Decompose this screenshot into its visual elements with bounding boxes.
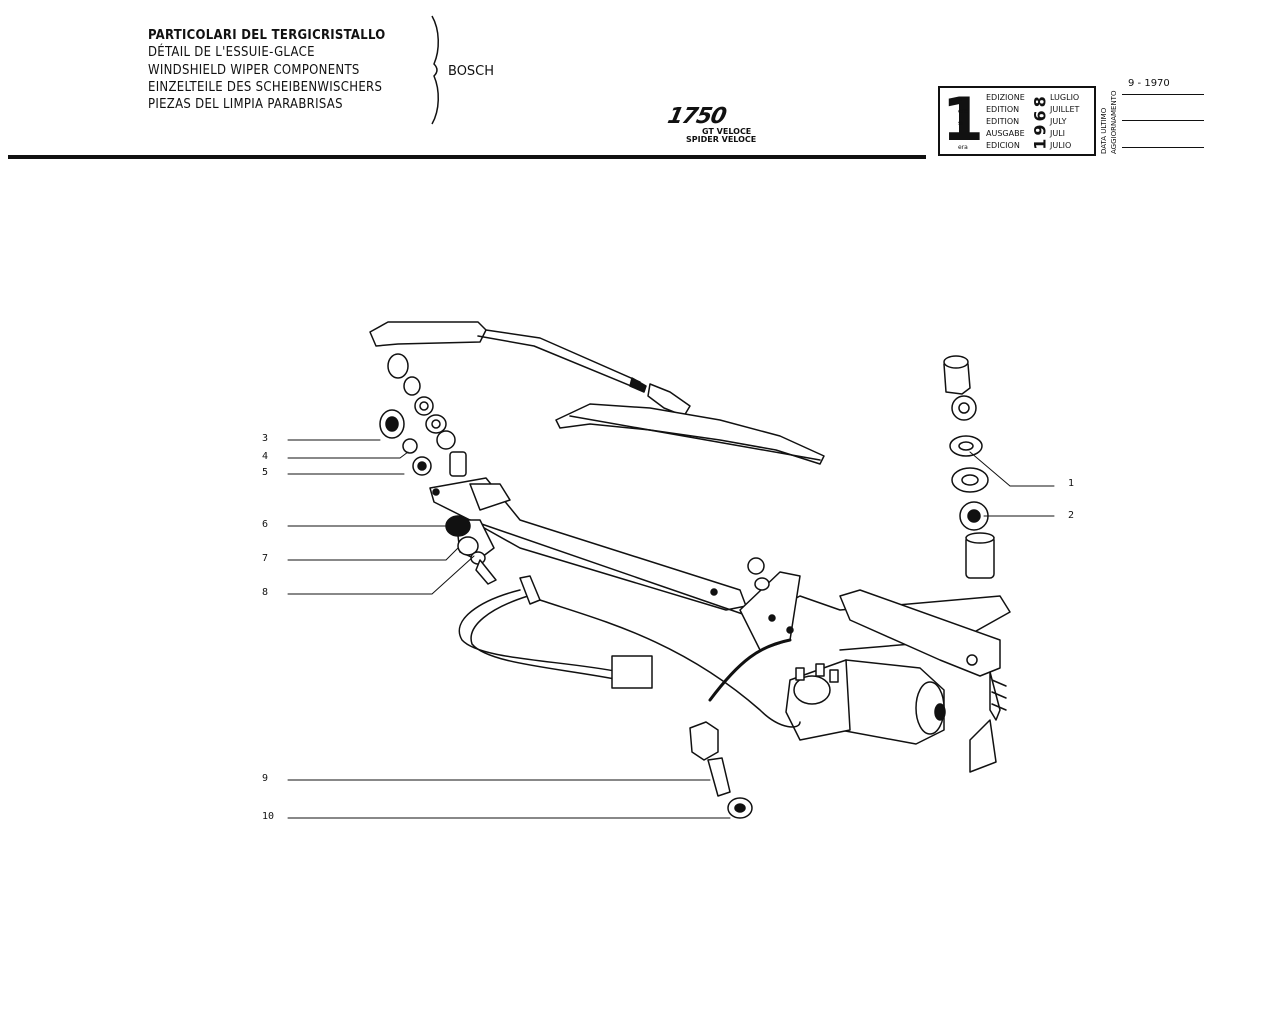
callout-8: 8 (262, 587, 269, 598)
bolt-and-nut (689, 721, 753, 819)
edition-word-de: AUSGABE (986, 129, 1025, 138)
callout-6: 6 (262, 519, 269, 530)
edition-month-fr: JUILLET (1050, 105, 1080, 114)
callout-4: 4 (262, 451, 269, 462)
update-line-1 (1122, 94, 1204, 95)
callout-5: 5 (262, 467, 269, 478)
callout-3: 3 (262, 433, 269, 444)
edition-month-it: LUGLIO (1050, 93, 1080, 102)
leader-lines (287, 439, 1055, 819)
update-line-2 (1122, 120, 1204, 121)
callout-9: 9 (262, 773, 269, 784)
header-rule (8, 155, 926, 159)
edition-word-es: EDICION (986, 141, 1020, 150)
wiper-arm (369, 321, 691, 417)
edition-word-fr: EDITION (986, 105, 1020, 114)
left-fastener-stack (379, 353, 467, 477)
update-line-3 (1122, 147, 1204, 148)
edition-number: 1 (942, 85, 984, 155)
edition-box (938, 86, 1096, 156)
variant-gt-veloce: GT VELOCE (702, 127, 752, 136)
edition-suffix-3: st (958, 120, 964, 127)
edition-suffix-4: . (958, 132, 960, 139)
title-english: WINDSHIELD WIPER COMPONENTS (148, 63, 360, 78)
brand-name: BOSCH (448, 64, 495, 79)
edition-suffix-2: ere (958, 108, 968, 115)
variant-spider-veloce: SPIDER VELOCE (686, 135, 757, 144)
edition-month-en: JULY (1050, 117, 1067, 126)
callout-2: 2 (1068, 510, 1075, 521)
callout-7: 7 (262, 553, 269, 564)
title-german: EINZELTEILE DES SCHEIBENWISCHERS (148, 80, 383, 95)
title-french: DÉTAIL DE L'ESSUIE-GLACE (148, 45, 315, 60)
edition-month-es: JULIO (1050, 141, 1072, 150)
callout-10: 10 (262, 811, 275, 822)
edition-word-it: EDIZIONE (986, 93, 1025, 102)
linkage-assembly (429, 477, 1011, 773)
edition-suffix-1: a (958, 96, 962, 103)
callout-1: 1 (1068, 478, 1075, 489)
wiper-motor (785, 659, 946, 745)
edition-word-en: EDITION (986, 117, 1020, 126)
title-italian: PARTICOLARI DEL TERGICRISTALLO (148, 28, 386, 43)
cable-harness (458, 575, 801, 728)
wiper-blade (555, 403, 825, 465)
update-date: 9 - 1970 (1128, 78, 1170, 89)
edition-month-de: JULI (1050, 129, 1066, 138)
right-fastener-stack (943, 355, 995, 579)
title-spanish: PIEZAS DEL LIMPIA PARABRISAS (148, 97, 343, 112)
edition-suffix-5: era (958, 144, 968, 151)
